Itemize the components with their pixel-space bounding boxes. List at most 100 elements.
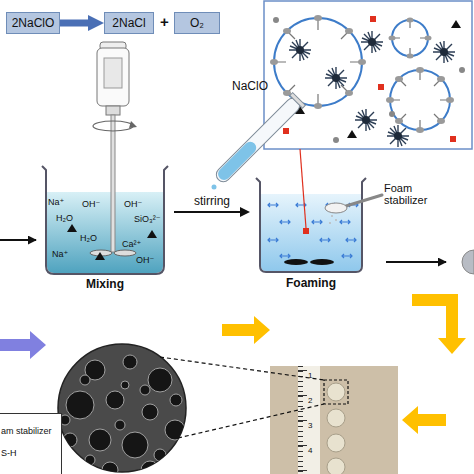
- sem-image-part-part: [80, 375, 90, 385]
- zoom-inset-part-part: [451, 20, 461, 28]
- zoom-inset-part: [387, 125, 409, 147]
- zoom-inset: [264, 1, 472, 149]
- ion-label: OH⁻: [136, 256, 154, 266]
- overhead-stirrer-part: [106, 106, 120, 115]
- mixing-beaker: Mixing: [36, 158, 174, 298]
- sem-image-part-part: [141, 461, 159, 474]
- connector-line: [174, 211, 243, 213]
- step-heading: Mixing: [36, 277, 174, 291]
- sem-image-part-part: [123, 355, 137, 369]
- process-arrow: [174, 212, 243, 213]
- legend-text: am stabilizer: [1, 426, 52, 436]
- ion-label: H₂O: [56, 214, 73, 224]
- zoom-inset-part: [295, 20, 461, 138]
- zoom-inset-part-part: [437, 118, 445, 124]
- sample-photo-part-part: [327, 458, 345, 474]
- sample-photo-part: [298, 370, 307, 474]
- zoom-inset-part: [270, 15, 454, 133]
- overhead-stirrer-part: [129, 121, 137, 128]
- particle-triangles: [67, 224, 157, 260]
- zoom-inset-part-part: [370, 16, 376, 22]
- ion-label: Na⁺: [52, 250, 68, 260]
- impeller-part: [310, 259, 334, 265]
- zoom-inset-part-part: [273, 17, 279, 23]
- overhead-stirrer-part: [93, 121, 133, 131]
- zoom-inset-part-part: [459, 67, 465, 73]
- reagent-label: NaClO: [232, 80, 268, 93]
- zoom-inset-part: [433, 41, 455, 63]
- sem-image-part-part: [122, 432, 148, 458]
- zoom-inset-part-part: [358, 59, 366, 65]
- sample-photo: [270, 366, 398, 474]
- sem-image-part-part: [165, 420, 185, 440]
- flow-arrows-part: [462, 250, 474, 274]
- sem-image-part-part: [106, 391, 124, 409]
- flow-arrows-part: [222, 316, 270, 344]
- product-box: 2NaCl: [104, 12, 154, 34]
- connector-line: [60, 20, 93, 27]
- sem-image-part-part: [142, 404, 158, 420]
- sem-image-part: [58, 344, 186, 472]
- zoom-inset-part-part: [347, 130, 357, 138]
- sem-image-part: [60, 355, 185, 474]
- zoom-pointer-part: [300, 149, 306, 228]
- zoom-inset-part: [264, 1, 472, 149]
- zoom-pointer: [300, 149, 309, 234]
- flow-arrows-part: [0, 331, 46, 359]
- zoom-lines-part: [160, 357, 324, 380]
- legend-text: S-H: [1, 448, 17, 458]
- drop: [212, 185, 217, 190]
- sem-image-part-part: [85, 455, 95, 465]
- ruler-number: 2: [308, 397, 312, 406]
- sem-image-part-part: [121, 381, 129, 389]
- particle-triangles-part: [67, 224, 77, 232]
- zoom-inset-part: [355, 109, 377, 131]
- flow-symbols: [268, 203, 358, 258]
- zoom-inset-part-part: [450, 136, 456, 142]
- sem-image-part-part: [170, 394, 182, 406]
- overhead-stirrer-part: [114, 250, 136, 256]
- zoom-inset-part-part: [407, 18, 414, 23]
- beaker-glass: [42, 166, 168, 274]
- reagent-label: Foam stabilizer: [384, 182, 446, 206]
- zoom-inset-part-part: [416, 127, 424, 133]
- spoon-part: [325, 203, 347, 213]
- ruler-number: 4: [308, 447, 312, 456]
- sample-photo-part: [324, 380, 348, 404]
- zoom-inset-part-part: [283, 128, 289, 134]
- beaker-glass: [256, 178, 366, 272]
- formula-text: O₂: [190, 16, 204, 30]
- dropper-tube-part: [213, 95, 302, 184]
- zoom-inset-part-part: [378, 84, 384, 90]
- overhead-stirrer-part: [104, 58, 122, 88]
- flow-arrows-part: [402, 406, 446, 434]
- product-box: O₂: [174, 12, 220, 34]
- spoon-part-part: [335, 219, 337, 221]
- sem-image-part-part: [63, 433, 77, 447]
- sample-photo-part: [298, 366, 320, 474]
- legend-box: am stabilizerS-H: [0, 413, 62, 474]
- zoom-inset-part-part: [407, 54, 414, 59]
- ion-label: H₂O: [80, 234, 97, 244]
- sem-image: [58, 344, 186, 474]
- liquid: [47, 192, 163, 273]
- legend-entry: S-H: [1, 442, 59, 464]
- impeller-part: [284, 259, 308, 265]
- overhead-stirrer-part: [97, 48, 129, 106]
- zoom-inset-part: [325, 67, 347, 89]
- ruler-number: 1: [308, 372, 312, 381]
- zoom-inset-part-part: [345, 90, 353, 96]
- formula-text: 2NaClO: [12, 16, 55, 30]
- impeller: [284, 259, 334, 265]
- zoom-inset-part-part: [333, 137, 339, 143]
- sem-image-part-part: [140, 385, 150, 395]
- reaction-arrow: [60, 23, 93, 24]
- edge-label: stirring: [194, 195, 230, 208]
- sem-image-part-part: [115, 420, 125, 430]
- sem-image-part-part: [102, 462, 118, 474]
- spoon-part-part: [331, 215, 333, 217]
